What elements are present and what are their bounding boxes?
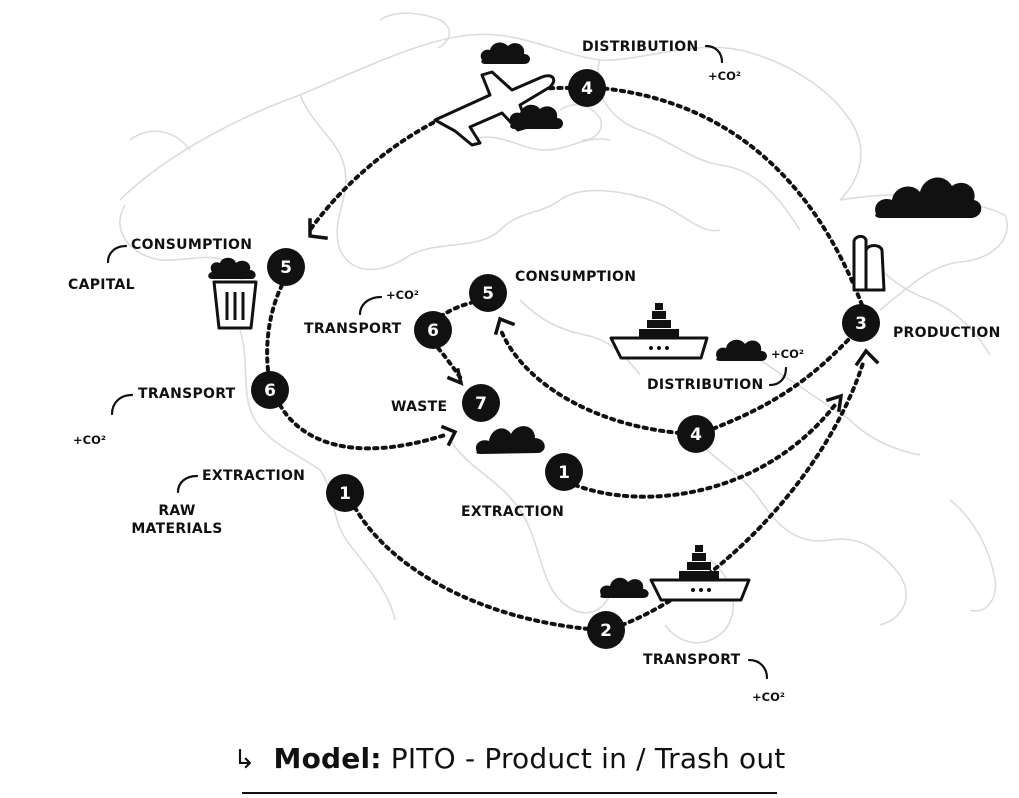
step-marker-outer-2: 2	[587, 611, 625, 649]
cargo-ship-icon	[609, 303, 709, 360]
hook-outer-distribution	[704, 44, 724, 64]
label-raw-materials-line1: RAW	[158, 503, 195, 519]
svg-text:7: 7	[475, 394, 487, 414]
cloud-icon	[716, 339, 767, 361]
trash-bin-icon	[208, 257, 258, 330]
cloud-icon	[875, 177, 982, 218]
arrow-head-inner-7	[446, 367, 464, 386]
label-outer-distribution: DISTRIBUTION	[582, 39, 698, 55]
svg-text:2: 2	[600, 621, 612, 641]
svg-text:1: 1	[558, 463, 570, 483]
cloud-icon	[475, 426, 545, 454]
outer-path-2-3	[612, 358, 866, 630]
label-inner-waste: WASTE	[391, 399, 447, 415]
label-inner-distribution: DISTRIBUTION	[647, 377, 763, 393]
step-marker-inner-7: 7	[462, 384, 500, 422]
cloud-icon	[509, 104, 563, 129]
hook-outer-extraction	[176, 474, 199, 494]
label-inner-co2-4: +CO²	[771, 347, 804, 361]
model-title-bold: Model:	[273, 742, 382, 775]
model-title-rest: PITO - Product in / Trash out	[381, 742, 786, 775]
hook-inner-transport	[358, 295, 383, 316]
inner-path-3-4	[708, 338, 850, 432]
return-arrow-icon: ↳	[233, 745, 256, 775]
label-outer-consumption: CONSUMPTION	[131, 237, 252, 253]
factory-icon	[852, 234, 886, 292]
arrow-head-inner-3	[825, 393, 844, 412]
svg-text:4: 4	[690, 425, 702, 445]
step-marker-inner-5: 5	[469, 274, 507, 312]
svg-text:4: 4	[581, 79, 593, 99]
step-marker-outer-5: 5	[267, 248, 305, 286]
label-outer-production: PRODUCTION	[893, 325, 1001, 341]
outer-path-6-waste	[278, 403, 447, 451]
arrow-head-outer-5	[308, 218, 328, 240]
cargo-ship-icon	[649, 545, 751, 602]
arrow-head-outer-waste	[440, 424, 458, 447]
model-title: ↳ Model: PITO - Product in / Trash out	[0, 742, 1019, 775]
hook-inner-distribution	[768, 366, 788, 387]
label-outer-extraction: EXTRACTION	[202, 468, 305, 484]
svg-text:6: 6	[264, 381, 276, 401]
hook-outer-transport-6	[110, 393, 134, 416]
step-marker-inner-1: 1	[545, 453, 583, 491]
arrow-head-outer-3	[854, 348, 880, 367]
step-marker-outer-1: 1	[326, 474, 364, 512]
outer-path-1-2	[349, 498, 602, 632]
svg-text:5: 5	[482, 284, 494, 304]
cloud-icon	[600, 577, 649, 598]
label-outer-transport-2: TRANSPORT	[643, 652, 741, 668]
world-map-outline	[119, 12, 1008, 644]
inner-path-1-3	[573, 403, 837, 499]
step-marker-outer-4: 4	[568, 69, 606, 107]
hook-outer-transport-2	[747, 658, 769, 680]
step-marker-outer-3: 3	[842, 304, 880, 342]
label-outer-transport-6: TRANSPORT	[138, 386, 236, 402]
outer-path-3-4	[598, 86, 864, 307]
svg-text:6: 6	[427, 321, 439, 341]
label-inner-consumption: CONSUMPTION	[515, 269, 636, 285]
svg-text:1: 1	[339, 484, 351, 504]
outer-path-5-6	[265, 283, 284, 372]
step-marker-inner-4: 4	[677, 415, 715, 453]
hook-outer-consumption	[106, 244, 128, 264]
label-outer-co2-6: +CO²	[73, 433, 106, 447]
model-title-text: ↳ Model: PITO - Product in / Trash out	[234, 742, 786, 775]
label-outer-co2-2: +CO²	[752, 690, 785, 704]
label-inner-co2-6: +CO²	[386, 288, 419, 302]
label-raw-materials-line2: MATERIALS	[131, 521, 222, 537]
svg-text:5: 5	[280, 258, 292, 278]
step-marker-outer-6: 6	[251, 371, 289, 409]
cloud-icon	[480, 42, 530, 64]
label-outer-co2-4: +CO²	[708, 69, 741, 83]
step-marker-inner-6: 6	[414, 311, 452, 349]
svg-text:3: 3	[855, 314, 867, 334]
title-underline	[242, 792, 777, 794]
inner-path-4-5	[498, 326, 682, 435]
arrow-head-inner-5	[493, 316, 516, 336]
label-inner-transport: TRANSPORT	[304, 321, 402, 337]
label-inner-extraction: EXTRACTION	[461, 504, 564, 520]
label-capital: CAPITAL	[68, 277, 135, 293]
